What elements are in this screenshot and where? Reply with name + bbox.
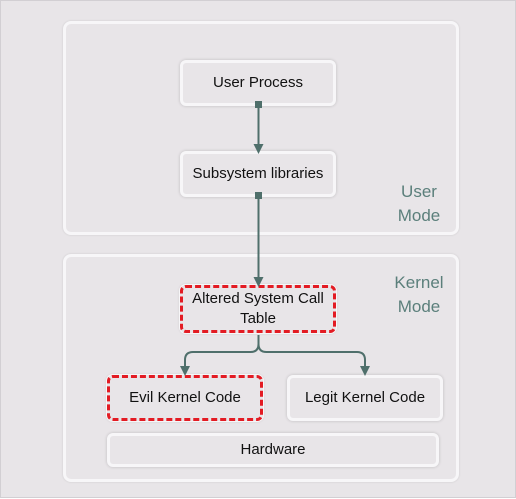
subsystem-libraries-node: Subsystem libraries	[180, 151, 336, 197]
altered-system-call-table-node: Altered System Call Table	[180, 285, 336, 333]
evil-kernel-code-node: Evil Kernel Code	[107, 375, 263, 421]
user-mode-region	[63, 21, 459, 235]
user-process-node: User Process	[180, 60, 336, 106]
kernel-mode-label: Kernel Mode	[394, 273, 444, 316]
hardware-node: Hardware	[107, 433, 439, 467]
legit-kernel-code-node: Legit Kernel Code	[287, 375, 443, 421]
user-mode-label: User Mode	[397, 182, 441, 225]
